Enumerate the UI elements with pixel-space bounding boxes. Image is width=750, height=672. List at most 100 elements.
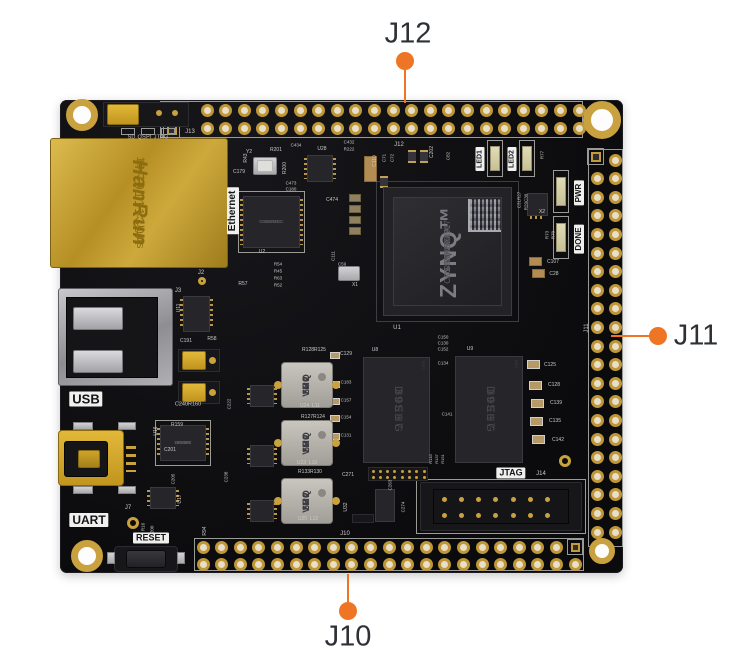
gold-pad — [458, 512, 464, 518]
silkscreen-r29c30: R29C30 — [523, 193, 529, 211]
cap-tantalum-top — [364, 156, 377, 182]
silkscreen-c201: C201 — [164, 447, 176, 453]
right-pin-header-j11-hole — [590, 358, 604, 372]
bottom-pin-header-j10-hole — [401, 557, 415, 571]
silkscreen-sd-qspi-jtag: SD QSPI JTAG — [127, 133, 169, 140]
silkscreen-c154: C154 — [340, 414, 352, 420]
right-pin-header-j11-hole — [608, 469, 622, 483]
bottom-pin-header-j10-hole — [549, 540, 563, 554]
led1-body — [490, 146, 500, 171]
silkscreen-c129: C129 — [340, 351, 352, 357]
callout-j10-label: J10 — [324, 620, 372, 653]
u32-pin-strip — [352, 514, 374, 523]
top-pin-header-j12-hole — [479, 103, 493, 117]
silkscreen-c180: C180 — [285, 186, 297, 192]
gold-pad — [332, 381, 340, 389]
right-pin-header-j11-hole — [608, 153, 622, 167]
mount-hole-top-right — [583, 101, 621, 139]
silkscreen-u32: U32 — [343, 502, 349, 512]
silkscreen-c202: C202 — [429, 146, 435, 158]
usb-a-contact2 — [73, 350, 123, 373]
bottom-pin-header-j10-hole — [438, 557, 452, 571]
top-pin-header-j12-hole — [349, 103, 363, 117]
right-pin-header-j11-hole — [608, 320, 622, 334]
cap-c139-body — [531, 399, 544, 408]
gold-pad — [378, 469, 382, 473]
callout-j12-dot — [396, 52, 414, 70]
top-pin-header-j12-hole — [274, 103, 288, 117]
right-pin-header-j11-hole — [608, 265, 622, 279]
silkscreen-c179: C179 — [233, 169, 245, 175]
gold-ring-pad — [198, 277, 206, 285]
bottom-pin-header-j10-hole — [289, 540, 303, 554]
silkscreen-c263: C263 — [387, 479, 393, 491]
right-pin-header-j11-hole — [590, 190, 604, 204]
gold-pad — [274, 497, 282, 505]
gold-pad — [458, 496, 464, 502]
silkscreen-c134: C134 — [437, 360, 449, 366]
gold-pad — [393, 469, 397, 473]
top-pin-header-j12-hole — [405, 103, 419, 117]
silkscreen-c110: C110 — [372, 155, 378, 167]
bottom-pin-header-j10-hole — [382, 557, 396, 571]
ethernet-phy-chip-marking-line: 1810GR — [263, 218, 280, 224]
gold-pad — [274, 381, 282, 389]
cap-c135-body — [530, 417, 543, 426]
led2-silk-label: LED2 — [507, 147, 517, 171]
bottom-pin-header-j10-hole — [475, 540, 489, 554]
gold-pad — [393, 475, 397, 479]
right-pin-header-j11-hole — [590, 339, 604, 353]
led2-body — [522, 146, 532, 171]
gold-pad — [476, 512, 482, 518]
led1-outline — [487, 140, 503, 177]
reset-button-tab-right — [177, 552, 185, 564]
silkscreen-r73: R73 — [544, 230, 550, 240]
silkscreen-c238: C238 — [223, 471, 229, 483]
boot-mode-pos-box3 — [161, 128, 175, 135]
right-pin-header-j11-hole — [608, 190, 622, 204]
silkscreen-c191: C191 — [180, 338, 192, 344]
gold-pad — [318, 489, 326, 497]
gold-pad — [332, 439, 340, 447]
bottom-pin-header-j10-hole — [531, 540, 545, 554]
top-pin-header-j12-hole — [572, 103, 586, 117]
silk-outline-cp2102 — [155, 420, 211, 466]
top-pin-header-j12-hole — [460, 103, 474, 117]
cap-c28-body — [532, 269, 545, 278]
gold-pad — [476, 496, 482, 502]
gold-pad — [208, 388, 216, 396]
cap-small2 — [420, 150, 428, 163]
silkscreen-y2: Y2 — [245, 149, 253, 155]
silkscreen-c139: C139 — [550, 400, 562, 406]
bottom-pin-header-j10-hole — [345, 557, 359, 571]
silkscreen-j7: J7 — [124, 503, 132, 511]
top-pin-header-j12-hole — [498, 122, 512, 135]
top-pin-header-j12-hole — [386, 122, 400, 135]
silkscreen-r77: R77 — [539, 150, 545, 160]
silkscreen-c152: C152 — [437, 346, 449, 352]
bottom-pin-header-j10-hole — [270, 557, 284, 571]
top-pin-header-j12-hole — [293, 122, 307, 135]
silkscreen-c111: C111 — [330, 250, 336, 262]
top-pin-header-j12-hole — [237, 103, 251, 117]
silkscreen-c205: C205 — [170, 473, 176, 485]
top-pin-header-j12-hole — [312, 103, 326, 117]
silk-outline-zynq — [376, 181, 519, 322]
chip-u24 — [247, 385, 277, 407]
mount-hole-bottom-left — [71, 540, 103, 572]
right-pin-header-j11-hole — [608, 302, 622, 316]
bottom-pin-header-j10-hole — [456, 540, 470, 554]
reset-button-cap — [126, 550, 166, 568]
top-pin-header-j12-hole — [535, 122, 549, 135]
top-pin-header-j12-hole — [237, 122, 251, 135]
boot-mode-pos-box1 — [121, 128, 135, 135]
bottom-pin-header-j10-hole — [233, 540, 247, 554]
callout-j12-label: J12 — [384, 17, 432, 50]
chip-u25 — [247, 500, 277, 522]
uart-silk-label: UART — [69, 513, 109, 527]
gold-pad — [371, 475, 375, 479]
ddr3-chip-u9-marking-line: 80E17 — [483, 388, 496, 431]
right-pin-header-j11-hole — [608, 506, 622, 520]
